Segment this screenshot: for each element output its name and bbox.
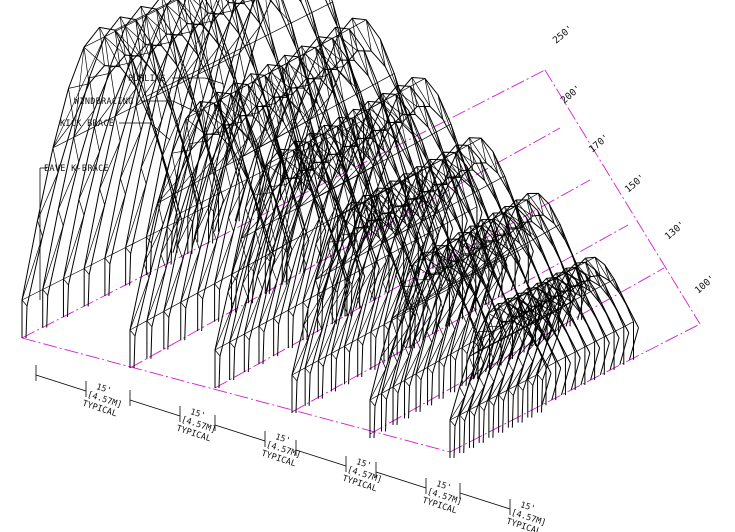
arch-frame-6: [449, 256, 639, 459]
span-label-130: 130': [663, 219, 688, 242]
callout-windbracing: WINDBRACING: [74, 97, 134, 107]
bay-dim-feet: 15': [274, 432, 292, 446]
bay-dim-feet: 15': [189, 407, 207, 421]
centerline-5: [369, 267, 665, 435]
callout-purlins: PURLINS: [128, 74, 166, 84]
span-label-200: 200': [559, 83, 584, 106]
bay-dimension-label-6: 15'[4.57M]TYPICAL: [505, 500, 547, 532]
span-label-150: 150': [623, 172, 648, 195]
bay-dim-feet: 15': [519, 500, 537, 514]
grid-centerlines: [21, 69, 701, 453]
bay-dimension-lines: [35, 365, 511, 515]
span-label-250: 250': [551, 23, 576, 46]
bay-dimension-3: [214, 415, 266, 447]
bay-dimension-1: [35, 365, 87, 397]
arch-frame-1: [21, 0, 370, 339]
arch-truss-frames: [21, 0, 639, 459]
bay-dim-feet: 15': [95, 382, 113, 396]
callout-eave-k-brace: EAVE K-BRACE: [44, 164, 109, 174]
span-label-170: 170': [587, 132, 612, 155]
centerline-2: [129, 127, 561, 369]
bay-dimension-6: [459, 483, 511, 515]
bay-dimension-label-2: 15'[4.57M]TYPICAL: [175, 407, 217, 444]
bay-dimension-label-1: 15'[4.57M]TYPICAL: [81, 382, 123, 419]
rear-centerline: [544, 69, 701, 325]
bay-dimension-label-5: 15'[4.57M]TYPICAL: [421, 479, 463, 516]
bay-dim-feet: 15': [435, 479, 453, 493]
front-centerline: [21, 337, 451, 453]
arch-frame-2: [129, 17, 428, 369]
bay-dimension-4: [295, 440, 347, 472]
bay-dimension-label-4: 15'[4.57M]TYPICAL: [341, 457, 383, 494]
bay-dimension-label-3: 15'[4.57M]TYPICAL: [260, 432, 302, 469]
bay-dimension-5: [375, 462, 427, 494]
bay-dimension-2: [129, 390, 181, 422]
arch-frame-5: [369, 192, 588, 439]
callout-leaders: [39, 77, 225, 300]
centerline-4: [291, 224, 629, 413]
centerline-1: [21, 69, 546, 339]
callout-kick-brace: KICK BRACE: [60, 119, 114, 129]
span-label-100: 100': [693, 273, 718, 296]
bay-dim-feet: 15': [355, 457, 373, 471]
